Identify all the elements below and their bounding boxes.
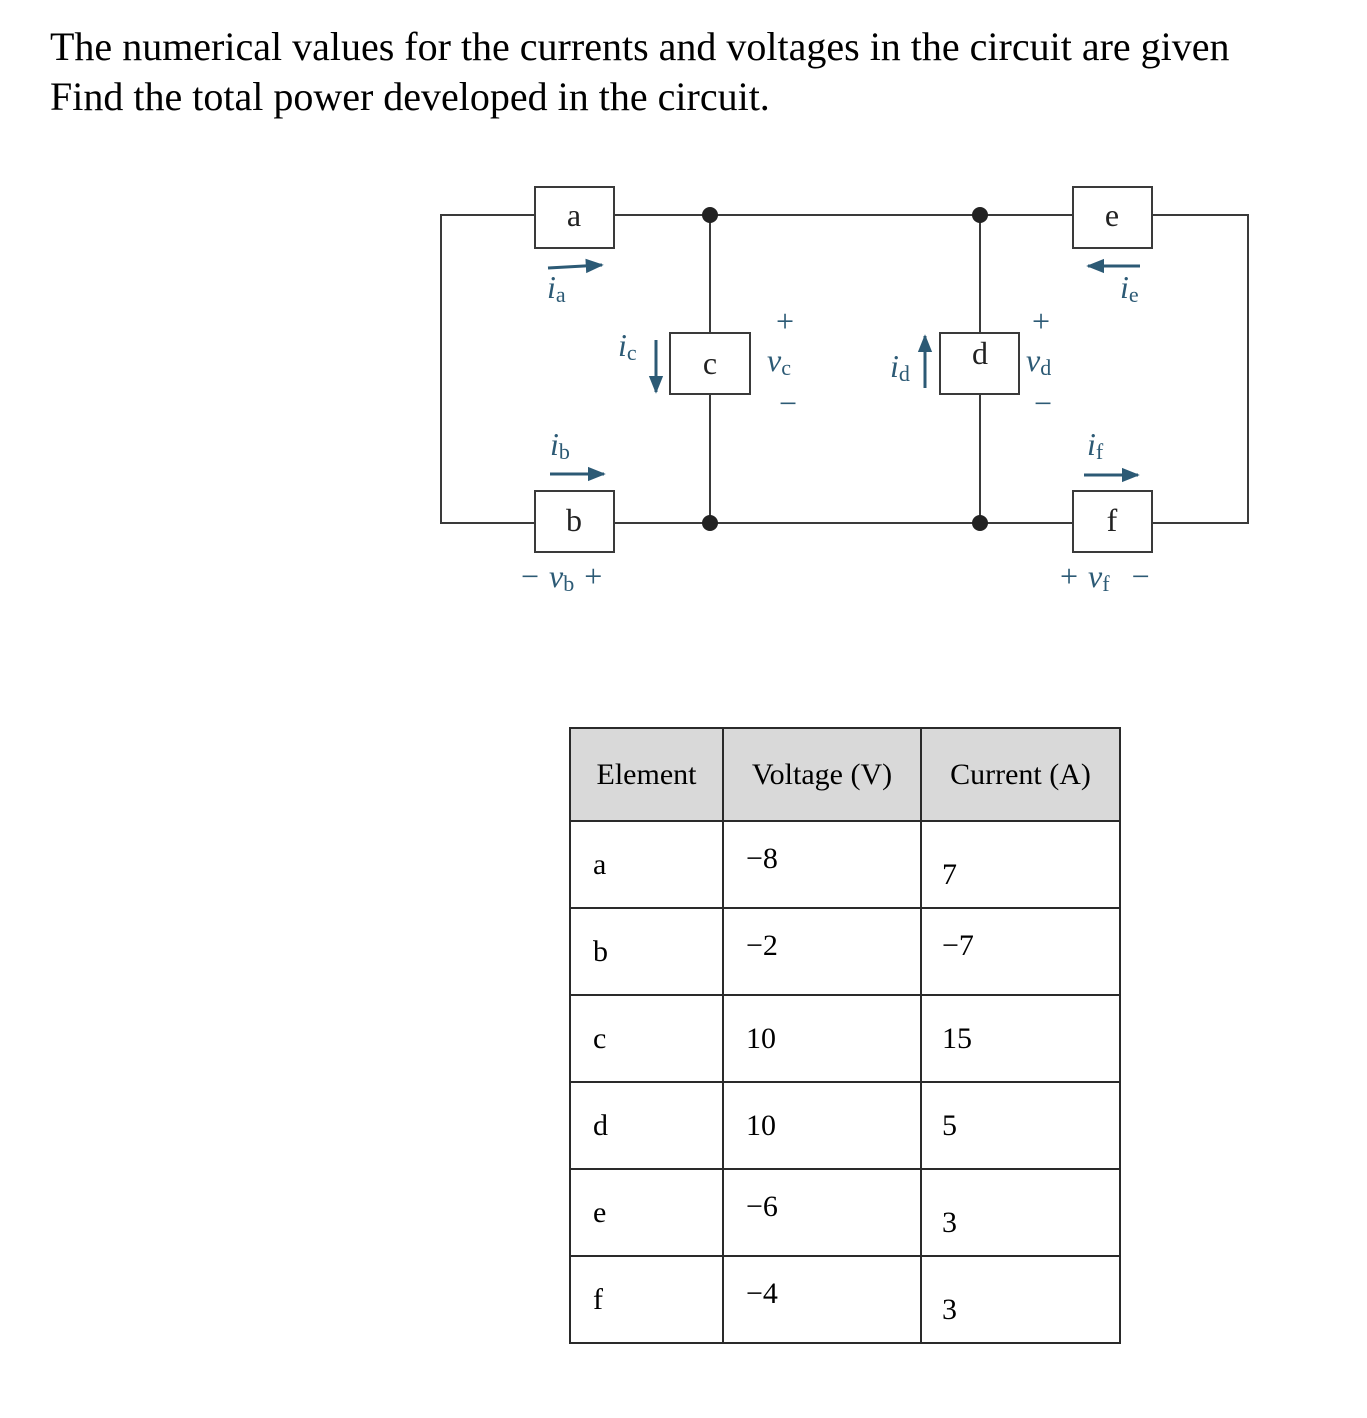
- vc-label: vc: [767, 342, 791, 380]
- element-a-box: [534, 186, 615, 249]
- node-bottom-right: [972, 515, 988, 531]
- cell-element: c: [569, 994, 724, 1083]
- node-top-left: [702, 207, 718, 223]
- cell-current: 3: [920, 1168, 1121, 1257]
- ic-label: ic: [618, 327, 637, 365]
- header-voltage: Voltage (V): [722, 727, 922, 822]
- cell-voltage: −2: [722, 907, 922, 996]
- element-d-label: d: [972, 335, 988, 371]
- node-bottom-left: [702, 515, 718, 531]
- cell-current: 15: [920, 994, 1121, 1083]
- cell-voltage: 10: [722, 1081, 922, 1170]
- table-row: a −8 7: [569, 820, 1121, 909]
- cell-element: a: [569, 820, 724, 909]
- element-e-box: [1072, 186, 1153, 249]
- element-boxes: [534, 186, 1153, 553]
- ia-label: ia: [547, 269, 566, 307]
- vd-plus: +: [1032, 303, 1050, 339]
- element-a-label: a: [567, 197, 581, 233]
- if-label: if: [1087, 426, 1104, 464]
- cell-current: 3: [920, 1255, 1121, 1344]
- circuit-diagram: a b c d e f ia ib ic id ie if + vc − + v…: [440, 186, 1249, 596]
- element-e-label: e: [1105, 197, 1119, 233]
- cell-current: 7: [920, 820, 1121, 909]
- cell-current: −7: [920, 907, 1121, 996]
- id-label: id: [890, 348, 910, 386]
- vf-label: +vf−: [1060, 558, 1150, 596]
- cell-voltage: −8: [722, 820, 922, 909]
- table-row: f −4 3: [569, 1255, 1121, 1344]
- problem-line-2: Find the total power developed in the ci…: [50, 74, 770, 119]
- cell-voltage: −4: [722, 1255, 922, 1344]
- header-element: Element: [569, 727, 724, 822]
- cell-voltage: 10: [722, 994, 922, 1083]
- cell-current: 5: [920, 1081, 1121, 1170]
- element-f-box: [1072, 490, 1153, 553]
- vc-minus: −: [779, 385, 797, 421]
- element-b-label: b: [566, 502, 582, 538]
- node-top-right: [972, 207, 988, 223]
- header-current: Current (A): [920, 727, 1121, 822]
- ie-label: ie: [1120, 269, 1139, 307]
- table-row: e −6 3: [569, 1168, 1121, 1257]
- cell-element: b: [569, 907, 724, 996]
- problem-statement: The numerical values for the currents an…: [50, 22, 1350, 122]
- wire-right-loop: [1152, 214, 1249, 524]
- table-row: c 10 15: [569, 994, 1121, 1083]
- vc-plus: +: [776, 303, 794, 339]
- cell-element: d: [569, 1081, 724, 1170]
- element-c-box: [669, 332, 751, 395]
- cell-element: e: [569, 1168, 724, 1257]
- table-row: d 10 5: [569, 1081, 1121, 1170]
- element-f-label: f: [1107, 502, 1118, 538]
- wire-left-loop: [440, 214, 535, 524]
- vd-label: vd: [1026, 342, 1051, 380]
- vb-label: −vb+: [521, 558, 602, 596]
- element-c-label: c: [703, 345, 717, 381]
- element-b-box: [534, 490, 615, 553]
- cell-element: f: [569, 1255, 724, 1344]
- circuit-nodes: [702, 207, 988, 531]
- element-d-box: [939, 332, 1020, 395]
- circuit-wires: [440, 214, 1249, 524]
- values-table: Element Voltage (V) Current (A) a −8 7 b…: [569, 727, 1121, 1344]
- table-row: b −2 −7: [569, 907, 1121, 996]
- vd-minus: −: [1034, 385, 1052, 421]
- cell-voltage: −6: [722, 1168, 922, 1257]
- ib-label: ib: [550, 426, 570, 464]
- problem-line-1: The numerical values for the currents an…: [50, 24, 1230, 69]
- ia-arrow: [547, 258, 604, 274]
- table-header-row: Element Voltage (V) Current (A): [569, 727, 1121, 822]
